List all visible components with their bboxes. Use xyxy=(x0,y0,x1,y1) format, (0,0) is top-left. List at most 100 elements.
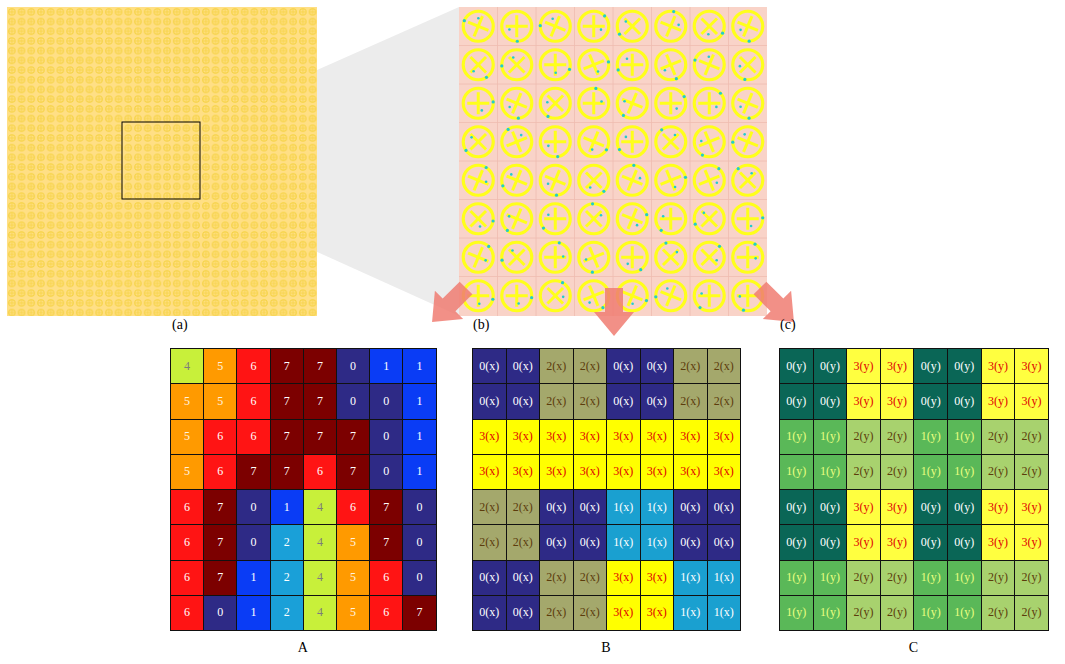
grid-cell: 0(x) xyxy=(707,524,742,560)
grid-cell: 0(y) xyxy=(779,489,814,525)
cell-value: 1(y) xyxy=(786,605,806,620)
cell-value: 0(x) xyxy=(714,535,734,550)
grid-cell: 7 xyxy=(203,524,237,560)
cell-value: 1 xyxy=(416,429,422,444)
cell-value: 0(x) xyxy=(513,605,533,620)
grid-cell: 3(x) xyxy=(640,595,675,631)
cell-value: 6 xyxy=(383,605,389,620)
grid-cell: 5 xyxy=(170,383,204,419)
cell-value: 0 xyxy=(350,359,356,374)
grid-cell: 1 xyxy=(402,348,436,384)
grid-cell: 3(x) xyxy=(606,560,641,596)
cell-value: 0(x) xyxy=(546,500,566,515)
grid-cell: 1 xyxy=(369,348,403,384)
grid-cell: 5 xyxy=(336,595,370,631)
cell-value: 3(y) xyxy=(853,535,873,550)
grid-caption: C xyxy=(779,640,1048,656)
cell-value: 0(x) xyxy=(546,535,566,550)
grid-cell: 0(y) xyxy=(779,524,814,560)
grid-cell: 1(y) xyxy=(813,595,848,631)
cell-value: 7 xyxy=(317,359,323,374)
grid-cell: 2 xyxy=(270,560,304,596)
grid-cell: 6 xyxy=(170,560,204,596)
cell-value: 7 xyxy=(350,464,356,479)
cell-value: 2(y) xyxy=(853,570,873,585)
cell-value: 2(y) xyxy=(1021,570,1041,585)
cell-value: 3(y) xyxy=(887,359,907,374)
cell-value: 3(x) xyxy=(546,429,566,444)
cell-value: 1(x) xyxy=(714,605,734,620)
grid-cell: 6 xyxy=(336,489,370,525)
grid-cell: 2(y) xyxy=(981,454,1016,490)
grid-cell: 1(y) xyxy=(947,454,982,490)
grid-cell: 7 xyxy=(303,348,337,384)
grid-cell: 3(x) xyxy=(606,454,641,490)
grid-cell: 2(x) xyxy=(673,348,708,384)
cell-value: 0(x) xyxy=(479,570,499,585)
cell-value: 0(x) xyxy=(680,535,700,550)
grid-cell: 1(x) xyxy=(673,560,708,596)
grid-cell: 2(x) xyxy=(506,524,541,560)
grid-cell: 1(x) xyxy=(707,560,742,596)
cell-value: 1(y) xyxy=(921,605,941,620)
grid-cell: 1 xyxy=(236,560,270,596)
grid-cell: 3(x) xyxy=(506,454,541,490)
cell-value: 3(x) xyxy=(613,429,633,444)
cell-value: 1 xyxy=(416,464,422,479)
grid-cell: 0 xyxy=(369,454,403,490)
cell-value: 3(x) xyxy=(580,429,600,444)
cell-value: 0(y) xyxy=(820,359,840,374)
cell-value: 0 xyxy=(250,535,256,550)
grid-cell: 4 xyxy=(170,348,204,384)
grid-cell: 0(x) xyxy=(472,595,507,631)
cell-value: 5 xyxy=(350,570,356,585)
grid-cell: 7 xyxy=(369,524,403,560)
grid-cell: 0(y) xyxy=(813,524,848,560)
grid-cell: 0 xyxy=(402,524,436,560)
cell-value: 2(y) xyxy=(887,464,907,479)
cell-value: 3(y) xyxy=(853,359,873,374)
cell-value: 0(x) xyxy=(580,500,600,515)
grid-cell: 2(y) xyxy=(880,595,915,631)
cell-value: 1(y) xyxy=(820,570,840,585)
grid-cell: 3(y) xyxy=(880,524,915,560)
cell-value: 3(y) xyxy=(1021,359,1041,374)
cell-value: 3(y) xyxy=(887,394,907,409)
grid-cell: 7 xyxy=(303,419,337,455)
cell-value: 0(x) xyxy=(513,570,533,585)
grid-cell: 1(y) xyxy=(947,560,982,596)
cell-value: 3(x) xyxy=(613,464,633,479)
grid-cell: 5 xyxy=(203,348,237,384)
cell-value: 1(x) xyxy=(680,605,700,620)
cell-value: 0(y) xyxy=(921,394,941,409)
cell-value: 0(y) xyxy=(786,394,806,409)
grid-cell: 0(y) xyxy=(779,348,814,384)
grid-cell: 1(y) xyxy=(779,419,814,455)
grid-cell: 3(x) xyxy=(506,419,541,455)
grid-cell: 1(y) xyxy=(947,419,982,455)
grid-cell: 2(y) xyxy=(846,419,881,455)
grid-cell: 3(y) xyxy=(1014,524,1049,560)
grid-cell: 2(y) xyxy=(1014,419,1049,455)
grid-cell: 3(y) xyxy=(846,489,881,525)
cell-value: 1(y) xyxy=(954,464,974,479)
cell-value: 2(y) xyxy=(853,605,873,620)
grid-cell: 1(y) xyxy=(779,595,814,631)
cell-value: 1(y) xyxy=(921,429,941,444)
grid-cell: 1(y) xyxy=(779,454,814,490)
grid-cell: 2(x) xyxy=(573,595,608,631)
grid-cell: 3(x) xyxy=(573,454,608,490)
grid-cell: 0(x) xyxy=(573,489,608,525)
grid-cell: 0(y) xyxy=(913,348,948,384)
grid-cell: 3(y) xyxy=(880,489,915,525)
cell-value: 1(y) xyxy=(954,429,974,444)
cell-value: 6 xyxy=(317,464,323,479)
grid-cell: 2(y) xyxy=(981,595,1016,631)
grid-cell: 0(y) xyxy=(947,524,982,560)
grid-cell: 7 xyxy=(203,489,237,525)
grid-cell: 1(y) xyxy=(813,419,848,455)
grid-cell: 3(x) xyxy=(472,454,507,490)
cell-value: 1(y) xyxy=(954,605,974,620)
grid-cell: 2(y) xyxy=(1014,454,1049,490)
grid-cell: 0 xyxy=(369,383,403,419)
